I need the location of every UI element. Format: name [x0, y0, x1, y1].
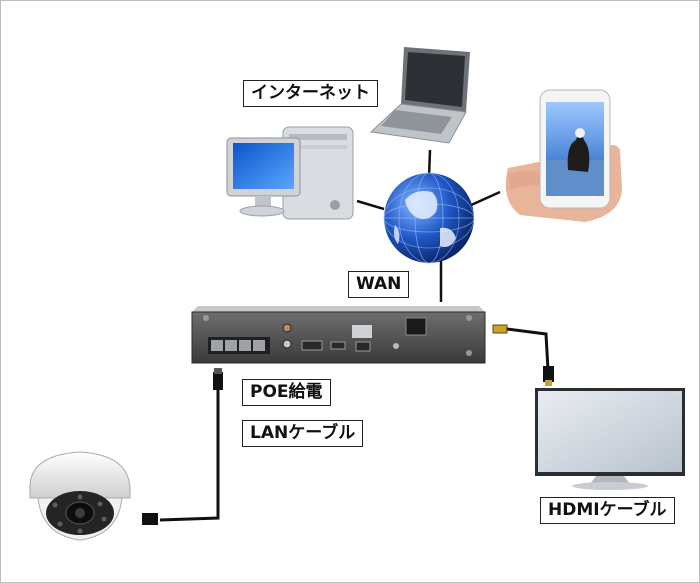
globe-icon [383, 172, 475, 264]
hdmi-cable-label: HDMIケーブル [540, 497, 675, 524]
smartphone-icon [505, 89, 622, 222]
laptop-icon [369, 47, 470, 144]
dome-camera-icon [29, 451, 131, 541]
monitor-icon [535, 388, 685, 490]
lan-cable [142, 368, 223, 525]
desktop-computer-icon [226, 126, 354, 220]
poe-label: POE給電 [242, 379, 331, 406]
nvr-recorder-icon [191, 306, 486, 364]
lan-cable-label: LANケーブル [242, 420, 364, 447]
wan-label: WAN [348, 271, 410, 298]
hdmi-cable [492, 324, 554, 386]
internet-label: インターネット [243, 80, 378, 107]
